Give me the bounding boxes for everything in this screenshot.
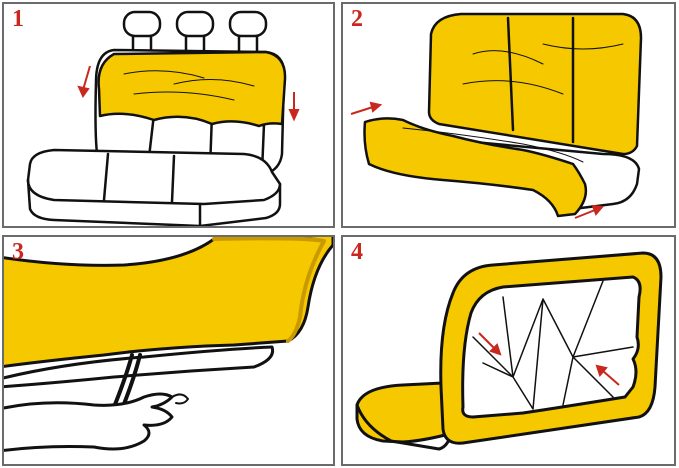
arrow-icon [595,364,620,386]
step-number: 3 [12,239,24,265]
step-4-illustration [355,251,663,451]
arrow-icon [77,65,91,99]
hand-icon [4,392,174,452]
step-2-illustration [350,12,643,219]
step-3-panel: 3 [2,235,335,466]
step-2-panel: 2 [341,2,676,228]
headrest-icon [122,10,162,56]
seat-cover-icon [97,50,287,128]
headrest-icon [228,10,268,56]
seat-cover-icon [427,12,643,156]
arrow-icon [574,204,604,219]
step-3-illustration [4,237,333,452]
seat-cushion-icon [355,381,455,444]
step-number: 2 [351,6,363,32]
arrow-icon [350,101,383,115]
step-1-panel: 1 [2,2,335,228]
step-1-illustration [26,10,300,226]
headrest-icon [175,10,215,56]
step-number: 1 [12,6,24,32]
step-number: 4 [351,239,363,265]
arrow-icon [288,92,300,122]
seat-cushion-icon [26,148,282,206]
arrow-icon [478,332,502,356]
seat-cover-icon [363,117,588,218]
seat-cover-icon [4,237,333,368]
step-4-panel: 4 [341,235,676,466]
